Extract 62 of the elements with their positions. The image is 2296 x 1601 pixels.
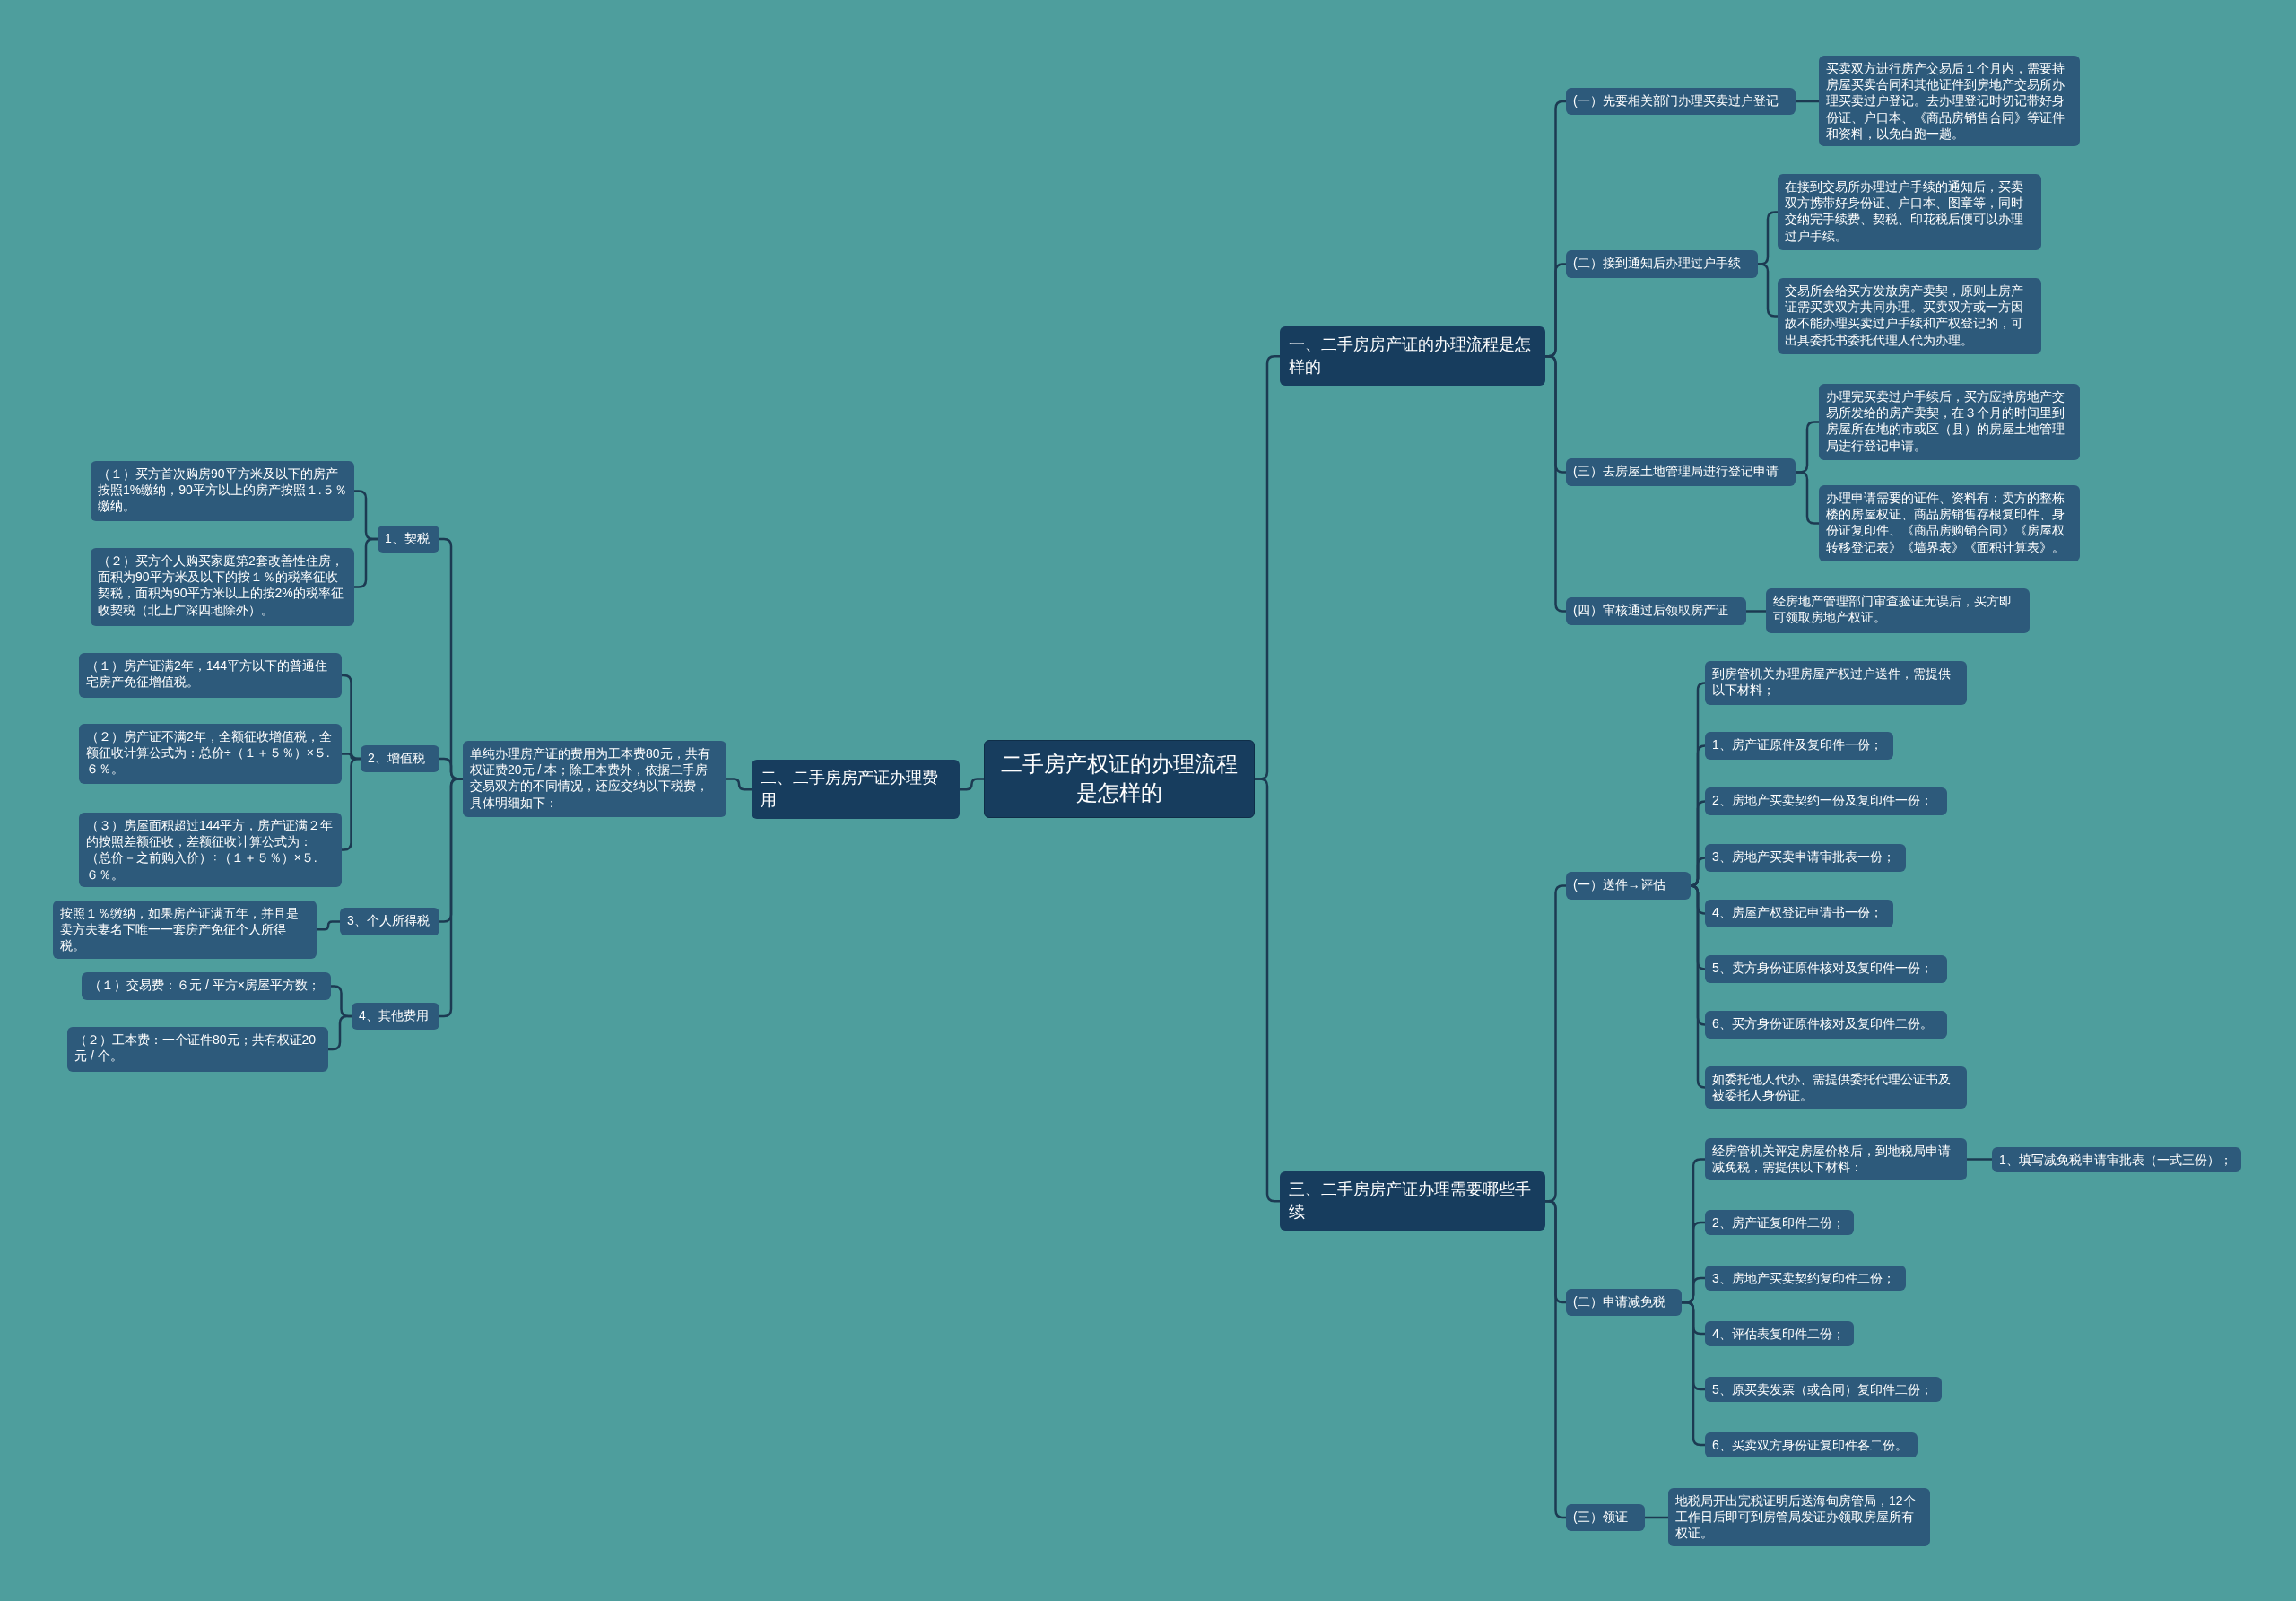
connector-line <box>960 778 984 791</box>
subtopic-box: 如委托他人代办、需提供委托代理公证书及被委托人身份证。 <box>1705 1066 1967 1109</box>
central-topic-box: 二手房产权证的办理流程是怎样的 <box>984 740 1255 818</box>
subtopic-box: 1、填写减免税申请审批表（一式三份）； <box>1992 1147 2241 1173</box>
subtopic-box: 交易所会给买方发放房产卖契，原则上房产证需买卖双方共同办理。买卖双方或一方因故不能办理买卖过户手续和产权登记的，可出具委托书委托代理人代为办理。 <box>1778 278 2041 354</box>
branch-topic-box: 一、二手房房产证的办理流程是怎样的 <box>1280 326 1545 387</box>
subtopic-box: 3、个人所得税 <box>340 908 439 935</box>
subtopic-box: 经房管机关评定房屋价格后，到地税局申请减免税，需提供以下材料： <box>1705 1138 1967 1180</box>
subtopic-box: 4、房屋产权登记申请书一份； <box>1705 900 1893 927</box>
subtopic-box: 3、房地产买卖申请审批表一份； <box>1705 844 1906 872</box>
connector-line <box>1746 610 1766 613</box>
subtopic-box: 单纯办理房产证的费用为工本费80元，共有权证费20元 / 本；除工本费外，依据二手房交易双方的不同情况，还应交纳以下税费，具体明细如下： <box>463 741 726 817</box>
subtopic-box: (二）接到通知后办理过户手续 <box>1566 250 1758 278</box>
subtopic-box: （２）工本费：一个证件80元；共有权证20元 / 个。 <box>67 1027 328 1072</box>
connector-line <box>1645 1516 1668 1519</box>
subtopic-box: (二）申请减免税 <box>1566 1289 1682 1316</box>
subtopic-box: 1、契税 <box>378 526 439 553</box>
subtopic-box: (三）领证 <box>1566 1504 1645 1531</box>
subtopic-box: 按照１％缴纳，如果房产证满五年，并且是卖方夫妻名下唯一一套房产免征个人所得税。 <box>53 901 317 959</box>
subtopic-box: 4、其他费用 <box>352 1003 439 1030</box>
connector-line <box>328 1014 352 1051</box>
subtopic-box: 6、买方身份证原件核对及复印件二份。 <box>1705 1011 1947 1039</box>
subtopic-box: （１）买方首次购房90平方米及以下的房产按照1%缴纳，90平方以上的房产按照１.５％缴纳。 <box>91 461 354 521</box>
connector-line <box>439 778 463 1018</box>
subtopic-box: 2、房地产买卖契约一份及复印件一份； <box>1705 787 1947 815</box>
connector-line <box>1796 471 1819 525</box>
subtopic-box: （２）买方个人购买家庭第2套改善性住房，面积为90平方米及以下的按１％的税率征收契税，面积为90平方米以上的按2%的税率征收契税（北上广深四地除外）。 <box>91 548 354 626</box>
connector-line <box>342 757 361 851</box>
subtopic-box: (三）去房屋土地管理局进行登记申请 <box>1566 458 1796 486</box>
subtopic-box: 在接到交易所办理过户手续的通知后，买卖双方携带好身份证、户口本、图章等，同时交纳完手续费、契税、印花税后便可以办理过户手续。 <box>1778 174 2041 250</box>
branch-topic-box: 三、二手房房产证办理需要哪些手续 <box>1280 1171 1545 1231</box>
subtopic-box: 到房管机关办理房屋产权过户送件，需提供以下材料； <box>1705 661 1967 705</box>
subtopic-box: 4、评估表复印件二份； <box>1705 1321 1854 1347</box>
subtopic-box: 2、房产证复印件二份； <box>1705 1210 1854 1236</box>
subtopic-box: 办理完买卖过户手续后，买方应持房地产交易所发给的房产卖契，在３个月的时间里到房屋所在地的市或区（县）的房屋土地管理局进行登记申请。 <box>1819 384 2080 460</box>
subtopic-box: (一）送件→评估 <box>1566 872 1691 900</box>
subtopic-box: 2、增值税 <box>361 745 439 772</box>
connector-line <box>1545 354 1566 613</box>
subtopic-box: (四）审核通过后领取房产证 <box>1566 597 1746 625</box>
subtopic-box: 1、房产证原件及复印件一份； <box>1705 732 1893 760</box>
subtopic-box: （３）房屋面积超过144平方，房产证满２年的按照差额征收，差额征收计算公式为：（总价－之前购入价）÷（１＋５％）×５.６％。 <box>79 813 342 887</box>
connector-line <box>354 537 378 588</box>
subtopic-box: （１）交易费：６元 / 平方×房屋平方数； <box>82 972 331 1000</box>
subtopic-box: 办理申请需要的证件、资料有：卖方的整栋楼的房屋权证、商品房销售存根复印件、身份证复印件、《商品房购销合同》《房屋权转移登记表》《墙界表》《面积计算表》。 <box>1819 485 2080 561</box>
connector-line <box>1758 263 1778 318</box>
subtopic-box: 地税局开出完税证明后送海甸房管局，12个工作日后即可到房管局发证办领取房屋所有权证。 <box>1668 1488 1930 1546</box>
subtopic-box: 5、卖方身份证原件核对及复印件一份； <box>1705 955 1947 983</box>
connector-line <box>1545 1199 1566 1519</box>
subtopic-box: (一）先要相关部门办理买卖过户登记 <box>1566 88 1796 115</box>
subtopic-box: 经房地产管理部门审查验证无误后，买方即可领取房地产权证。 <box>1766 588 2030 633</box>
connector-line <box>1796 100 1819 103</box>
subtopic-box: 买卖双方进行房产交易后１个月内，需要持房屋买卖合同和其他证件到房地产交易所办理买卖过户登记。去办理登记时切记带好身份证、户口本、《商品房销售合同》等证件和资料，以免白跑一趟。 <box>1819 56 2080 146</box>
connector-line <box>726 778 752 791</box>
subtopic-box: （１）房产证满2年，144平方以下的普通住宅房产免征增值税。 <box>79 653 342 698</box>
connector-line <box>1682 1301 1705 1447</box>
subtopic-box: 3、房地产买卖契约复印件二份； <box>1705 1266 1906 1292</box>
connector-line <box>1967 1158 1992 1161</box>
subtopic-box: （２）房产证不满2年，全额征收增值税，全额征收计算公式为：总价÷（１＋５％）×５.６％。 <box>79 724 342 784</box>
branch-topic-box: 二、二手房房产证办理费用 <box>752 760 960 820</box>
connector-line <box>317 920 340 931</box>
subtopic-box: 6、买卖双方身份证复印件各二份。 <box>1705 1432 1918 1458</box>
subtopic-box: 5、原买卖发票（或合同）复印件二份； <box>1705 1377 1942 1403</box>
